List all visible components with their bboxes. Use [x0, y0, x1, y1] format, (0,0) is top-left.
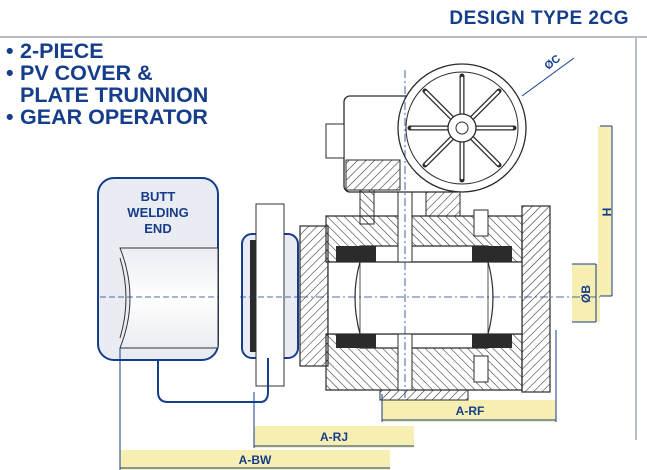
ob-label: ØB — [579, 285, 593, 303]
seat-bottom-left — [336, 334, 376, 348]
bolt-top — [473, 209, 489, 237]
callout-connector — [157, 358, 269, 403]
bottom-plate — [379, 389, 469, 401]
callout-line-2: WELDING — [127, 205, 188, 220]
bolt-bottom — [473, 355, 489, 383]
bevel-edge — [119, 257, 127, 339]
arf-label: A-RF — [456, 404, 485, 418]
bullet: • — [6, 61, 14, 85]
ring-joint-flange — [255, 203, 285, 387]
dimension-band-h — [598, 126, 612, 296]
mount-bracket — [425, 191, 461, 217]
feature-item: •GEAR OPERATOR — [6, 106, 208, 128]
design-type-title: DESIGN TYPE 2CG — [449, 8, 629, 29]
handwheel-rim — [405, 71, 519, 185]
hub-bore — [455, 121, 469, 135]
arj-label: A-RJ — [320, 430, 348, 444]
feature-text: PLATE TRUNNION — [20, 83, 209, 107]
dimension-band-arf — [382, 400, 556, 422]
title-bar: DESIGN TYPE 2CG — [0, 0, 647, 38]
ball — [354, 261, 494, 335]
feature-text: 2-PIECE — [20, 39, 104, 63]
seat-bottom-right — [472, 334, 512, 348]
oc-label: ØC — [542, 53, 562, 73]
ring-gasket — [250, 240, 256, 352]
butt-weld-pipe — [119, 247, 219, 349]
dimension-band-abw — [120, 450, 390, 470]
mount-bolt-left — [359, 189, 375, 225]
seat-top-right — [472, 246, 512, 262]
callout-line-3: END — [144, 221, 171, 236]
dimension-band-b — [572, 264, 600, 322]
feature-list: •2-PIECE •PV COVER & PLATE TRUNNION •GEA… — [6, 40, 208, 128]
abw-label: A-BW — [239, 453, 272, 467]
callout-line-1: BUTT — [141, 189, 176, 204]
bullet: • — [6, 105, 14, 129]
dimension-band-arj — [254, 426, 414, 448]
right-flange — [521, 205, 551, 393]
feature-item: •PV COVER & — [6, 62, 208, 84]
feature-text: GEAR OPERATOR — [20, 105, 208, 129]
gear-mount — [345, 159, 401, 191]
bullet: • — [6, 39, 14, 63]
oc-leader — [521, 57, 575, 97]
feature-item-continued: PLATE TRUNNION — [6, 84, 208, 106]
left-flange — [299, 225, 329, 367]
feature-item: •2-PIECE — [6, 40, 208, 62]
gear-input — [325, 123, 345, 159]
h-label: H — [600, 208, 614, 217]
feature-text: PV COVER & — [20, 61, 153, 85]
seat-top-left — [336, 246, 376, 262]
